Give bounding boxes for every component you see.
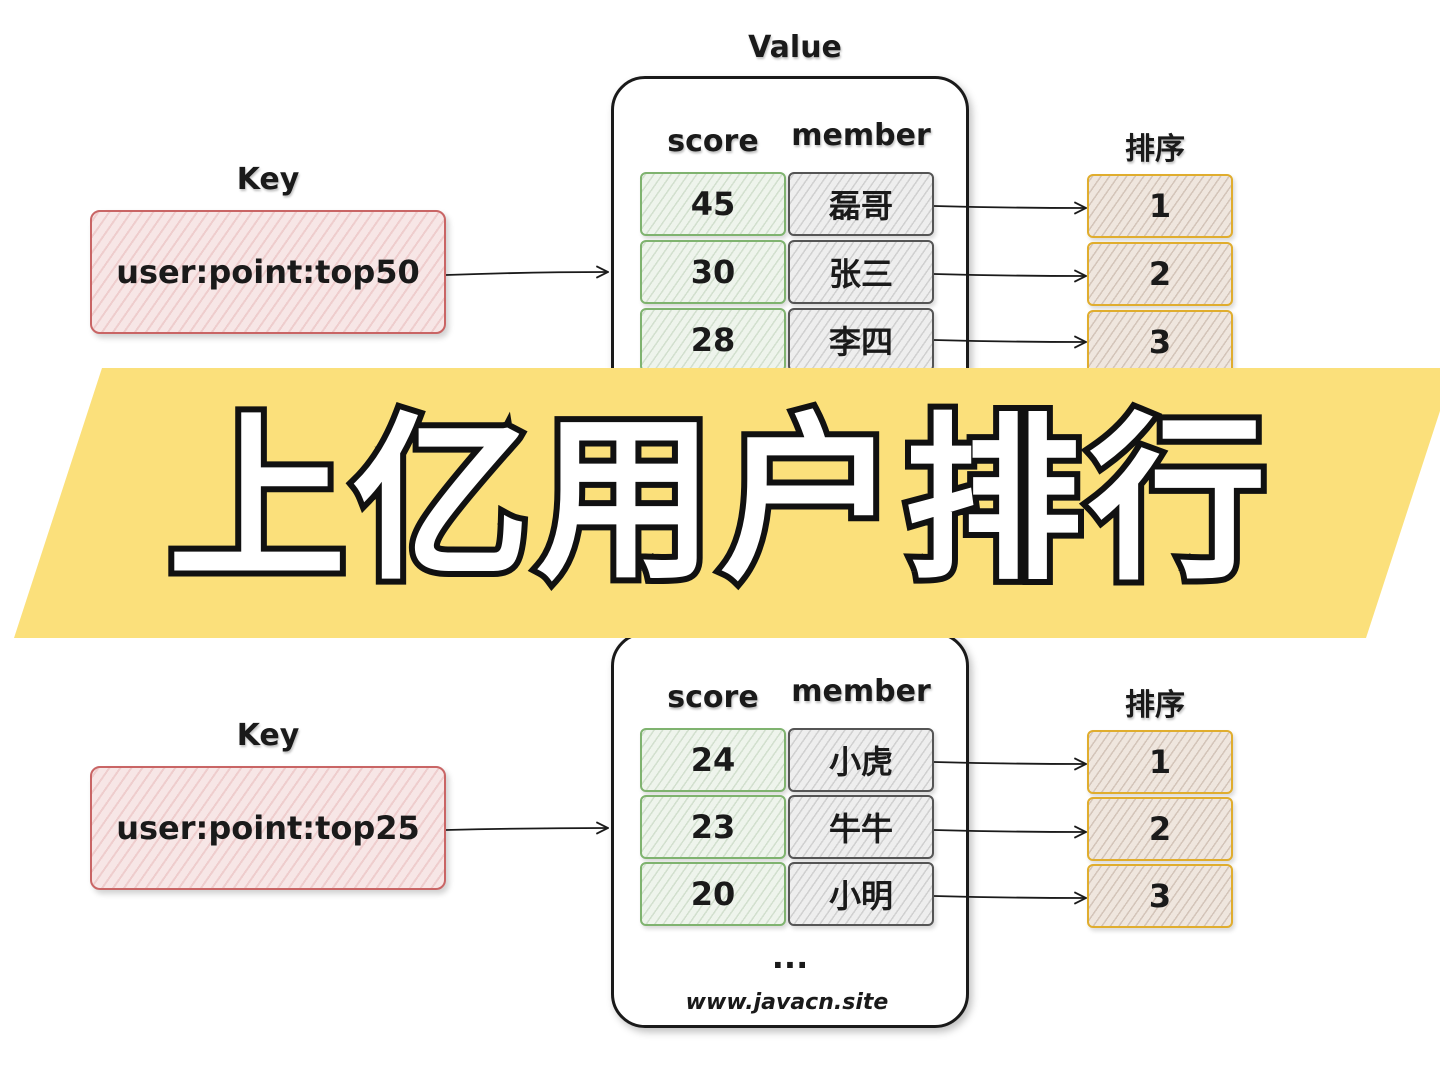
key-label-top: Key [236,162,300,197]
score-cell: 30 [640,240,786,304]
member-header-top: member [791,118,931,153]
rank-cell: 3 [1087,310,1233,374]
member-value: 小虎 [828,743,893,781]
rank-value: 1 [1148,743,1172,781]
arrow-member-to-rank [933,762,1086,764]
score-header-top: score [667,124,759,159]
key-text-top: user:point:top50 [116,253,420,291]
rank-value: 3 [1148,323,1172,361]
member-value: 李四 [828,323,893,361]
rank-cell: 1 [1087,730,1233,794]
sort-label-top: 排序 [1125,132,1185,167]
arrow-key-to-value-top [445,272,608,275]
member-cell: 小虎 [788,728,934,792]
site-url: www.javacn.site [685,990,889,1015]
rank-value: 3 [1148,877,1172,915]
rank-value: 2 [1148,255,1172,293]
score-value: 30 [690,253,736,291]
rank-cell: 1 [1087,174,1233,238]
score-cell: 20 [640,862,786,926]
rank-value: 2 [1148,810,1172,848]
key-box-bottom: user:point:top25 [90,766,446,890]
key-box-top: user:point:top50 [90,210,446,334]
sort-label-bottom: 排序 [1125,688,1185,723]
score-cell: 23 [640,795,786,859]
member-value: 牛牛 [828,810,893,848]
member-value: 张三 [828,255,893,293]
key-label-bottom: Key [236,718,300,753]
arrow-member-to-rank [933,830,1086,832]
member-cell: 张三 [788,240,934,304]
score-cell: 28 [640,308,786,372]
member-cell: 牛牛 [788,795,934,859]
arrow-key-to-value-bottom [445,828,608,830]
value-label: Value [748,30,842,65]
score-value: 23 [690,808,736,846]
member-value: 小明 [828,877,893,915]
title-banner [14,368,1440,638]
score-value: 45 [690,185,736,223]
key-text-bottom: user:point:top25 [116,809,420,847]
rank-cell: 3 [1087,864,1233,928]
score-header-bottom: score [667,680,759,715]
rank-cell: 2 [1087,242,1233,306]
arrow-member-to-rank [933,340,1086,342]
member-value: 磊哥 [828,187,893,225]
score-cell: 45 [640,172,786,236]
ellipsis: ... [771,938,809,976]
rank-cell: 2 [1087,797,1233,861]
arrow-member-to-rank [933,206,1086,208]
score-value: 20 [690,875,736,913]
rank-value: 1 [1148,187,1172,225]
score-value: 28 [690,321,736,359]
score-value: 24 [690,741,736,779]
member-header-bottom: member [791,674,931,709]
score-cell: 24 [640,728,786,792]
main-title: 上亿用户排行 [162,391,1272,610]
arrow-member-to-rank [933,896,1086,898]
arrow-member-to-rank [933,274,1086,276]
member-cell: 磊哥 [788,172,934,236]
member-cell: 李四 [788,308,934,372]
member-cell: 小明 [788,862,934,926]
